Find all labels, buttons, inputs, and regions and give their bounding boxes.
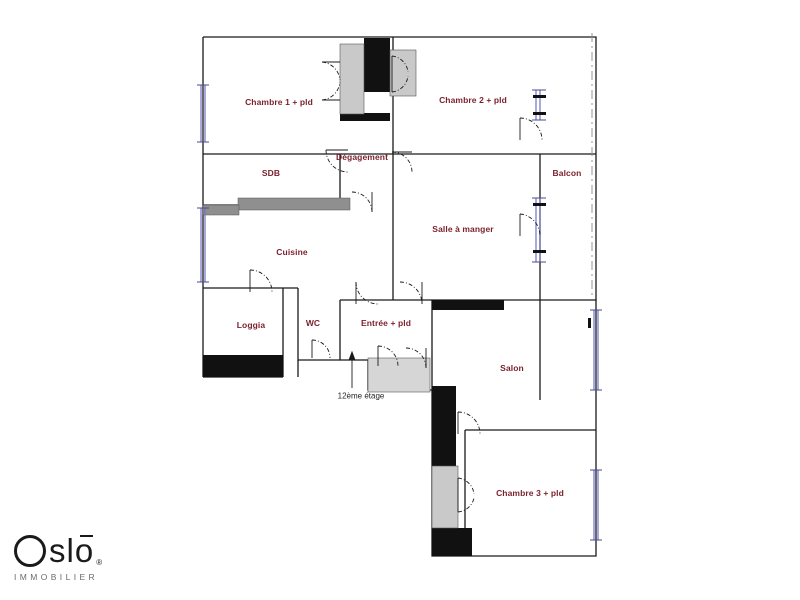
logo-o-ring-icon	[14, 535, 46, 567]
room-label-sdb: SDB	[261, 168, 281, 178]
room-label-chambre2: Chambre 2 + pld	[439, 95, 507, 105]
room-label-entree: Entrée + pld	[360, 318, 412, 328]
logo-word-suffix: lo	[66, 532, 95, 569]
room-label-wc: WC	[305, 318, 321, 328]
room-label-salle-a-manger: Salle à manger	[432, 224, 494, 234]
room-label-chambre3: Chambre 3 + pld	[496, 488, 564, 498]
logo-registered-mark: ®	[96, 558, 104, 567]
window-end-ticks	[197, 84, 602, 541]
room-label-chambre1: Chambre 1 + pld	[245, 97, 313, 107]
room-label-cuisine: Cuisine	[276, 247, 308, 257]
room-label-balcon: Balcon	[552, 168, 582, 178]
logo-wordmark: slo ®	[14, 534, 134, 567]
logo-word-prefix: s	[49, 532, 67, 569]
room-label-loggia: Loggia	[236, 320, 266, 330]
fitted-furniture-fill	[202, 43, 459, 529]
structural-wall-fill	[203, 38, 504, 556]
oslo-logo: slo ® IMMOBILIER	[14, 534, 134, 582]
room-label-salon: Salon	[500, 363, 524, 373]
balcony-rail-marks	[533, 95, 591, 328]
room-label-degagement: Dégagement	[335, 152, 389, 162]
entrance-arrow	[348, 350, 356, 388]
window-symbols	[200, 85, 599, 540]
logo-subtitle: IMMOBILIER	[14, 572, 99, 582]
logo-macron-icon	[80, 535, 94, 537]
door-swing-symbols	[249, 55, 543, 513]
floor-note-12eme-etage: 12ème étage	[337, 391, 385, 401]
